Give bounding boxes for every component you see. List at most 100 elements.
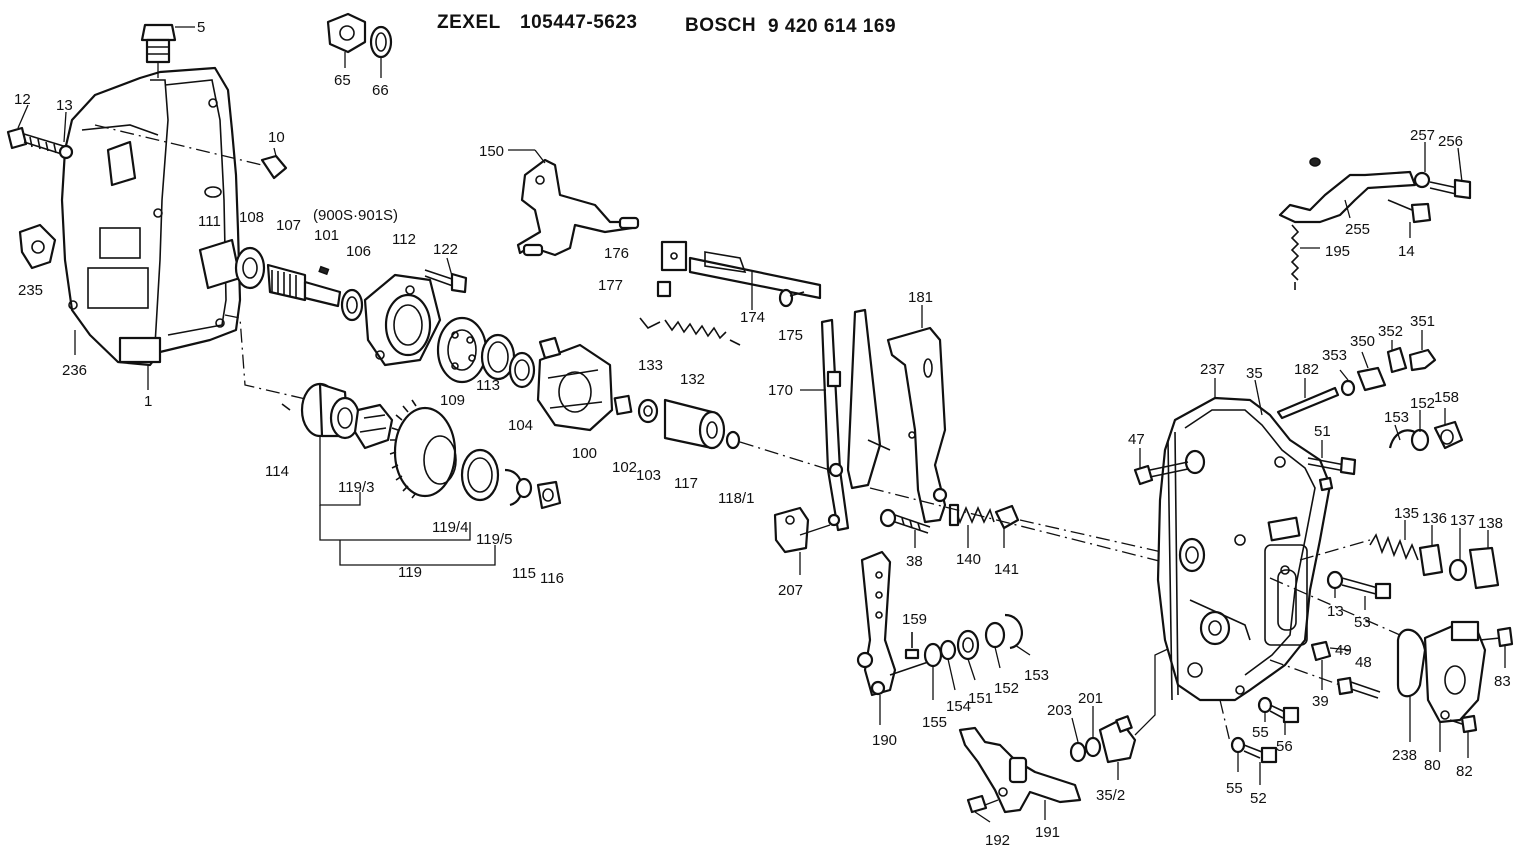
callout-151: 151 bbox=[968, 690, 993, 707]
pin-159 bbox=[904, 632, 920, 660]
callout-352: 352 bbox=[1378, 323, 1403, 340]
bolt-12 bbox=[6, 104, 74, 160]
callout-38: 38 bbox=[906, 553, 923, 570]
callout-158: 158 bbox=[1434, 389, 1459, 406]
callout-100: 100 bbox=[572, 445, 597, 462]
callout-177: 177 bbox=[598, 277, 623, 294]
cover-80 bbox=[1269, 577, 1514, 758]
callout-13: 13 bbox=[56, 97, 73, 114]
callout-35: 35 bbox=[1246, 365, 1263, 382]
callout-104: 104 bbox=[508, 417, 533, 434]
lever-255 bbox=[1278, 142, 1472, 290]
callout-56: 56 bbox=[1276, 738, 1293, 755]
header: ZEXEL 105447-5623 BOSCH 9 420 614 169 bbox=[437, 12, 896, 37]
callout-118-1: 118/1 bbox=[718, 490, 754, 507]
callout-236: 236 bbox=[62, 362, 87, 379]
callout-101: 101 bbox=[314, 227, 339, 244]
callout-255: 255 bbox=[1345, 221, 1370, 238]
lever-181 bbox=[886, 305, 948, 524]
callout-80: 80 bbox=[1424, 757, 1441, 774]
screw-175 bbox=[778, 288, 805, 308]
callout-52: 52 bbox=[1250, 790, 1267, 807]
callout-115: 115 bbox=[512, 565, 536, 582]
callout-103: 103 bbox=[636, 467, 661, 484]
zexel-part-number: 105447-5623 bbox=[520, 12, 638, 33]
callout-141: 141 bbox=[994, 561, 1019, 578]
callout-39: 39 bbox=[1312, 693, 1329, 710]
bolt-47 bbox=[1133, 448, 1189, 486]
fitting-350-353 bbox=[1339, 330, 1437, 397]
callout-170: 170 bbox=[768, 382, 793, 399]
callout-10: 10 bbox=[268, 129, 285, 146]
shaft-assembly bbox=[198, 238, 364, 322]
callout-labels: 5 65 66 12 13 10 235 236 1 111 108 107 (… bbox=[14, 19, 1511, 849]
callout-14: 14 bbox=[1398, 243, 1415, 260]
screw-122 bbox=[424, 257, 468, 294]
callout-108: 108 bbox=[239, 209, 264, 226]
callout-47: 47 bbox=[1128, 431, 1145, 448]
callout-13-right: 13 bbox=[1327, 603, 1344, 620]
callout-5: 5 bbox=[197, 19, 205, 36]
brand-bosch: BOSCH bbox=[685, 15, 756, 36]
lever-150 bbox=[516, 158, 640, 257]
callout-256: 256 bbox=[1438, 133, 1463, 150]
callout-150: 150 bbox=[479, 143, 504, 160]
callout-238: 238 bbox=[1392, 747, 1417, 764]
callout-153-right: 153 bbox=[1384, 409, 1409, 426]
callout-51: 51 bbox=[1314, 423, 1331, 440]
bolts-55-56-52 bbox=[1219, 696, 1300, 785]
callout-48: 48 bbox=[1355, 654, 1372, 671]
plate-174 bbox=[656, 240, 822, 310]
snap-rings bbox=[480, 333, 536, 389]
callout-182: 182 bbox=[1294, 361, 1319, 378]
callout-119-5: 119/5 bbox=[476, 531, 512, 548]
callout-153: 153 bbox=[1024, 667, 1049, 684]
sleeve-117 bbox=[663, 398, 741, 450]
screw-10 bbox=[94, 124, 288, 180]
callout-102: 102 bbox=[612, 459, 637, 476]
bolt-53 bbox=[1326, 570, 1392, 610]
callout-12: 12 bbox=[14, 91, 31, 108]
callout-174: 174 bbox=[740, 309, 765, 326]
callout-49: 49 bbox=[1335, 642, 1352, 659]
bush-102-103 bbox=[613, 394, 659, 424]
gear-cluster bbox=[224, 314, 562, 566]
rod-182 bbox=[1276, 378, 1340, 420]
callout-35-2: 35/2 bbox=[1096, 787, 1125, 804]
callout-111: 111 bbox=[198, 213, 221, 230]
callout-119-4: 119/4 bbox=[432, 519, 468, 536]
bolt-38 bbox=[879, 508, 931, 548]
nut-and-washer bbox=[326, 12, 393, 78]
callout-117: 117 bbox=[674, 475, 698, 492]
lever-190 bbox=[856, 550, 941, 725]
callout-190: 190 bbox=[872, 732, 897, 749]
plug-35-2 bbox=[1069, 647, 1171, 780]
spring-140 bbox=[948, 503, 1020, 548]
callout-106: 106 bbox=[346, 243, 371, 260]
callout-207: 207 bbox=[778, 582, 803, 599]
callout-353: 353 bbox=[1322, 347, 1347, 364]
lever-191 bbox=[958, 726, 1082, 823]
callout-82: 82 bbox=[1456, 763, 1473, 780]
callout-351: 351 bbox=[1410, 313, 1435, 330]
callout-176: 176 bbox=[604, 245, 629, 262]
callout-132: 132 bbox=[680, 371, 705, 388]
callout-152-right: 152 bbox=[1410, 395, 1435, 412]
callout-66: 66 bbox=[372, 82, 389, 99]
callout-55-lower: 55 bbox=[1226, 780, 1243, 797]
callout-175: 175 bbox=[778, 327, 803, 344]
callout-159: 159 bbox=[902, 611, 927, 628]
bearing-109 bbox=[436, 316, 488, 384]
washer-stack-155-151 bbox=[923, 613, 1031, 700]
callout-192: 192 bbox=[985, 832, 1010, 849]
callout-191: 191 bbox=[1035, 824, 1060, 841]
callout-55-upper: 55 bbox=[1252, 724, 1269, 741]
filler-plug bbox=[140, 23, 195, 78]
governor-housing bbox=[60, 66, 242, 367]
nut-39 bbox=[1269, 640, 1381, 699]
spring-132 bbox=[639, 317, 741, 346]
callout-119-3: 119/3 bbox=[338, 479, 374, 496]
callout-83: 83 bbox=[1494, 673, 1511, 690]
callout-195: 195 bbox=[1325, 243, 1350, 260]
